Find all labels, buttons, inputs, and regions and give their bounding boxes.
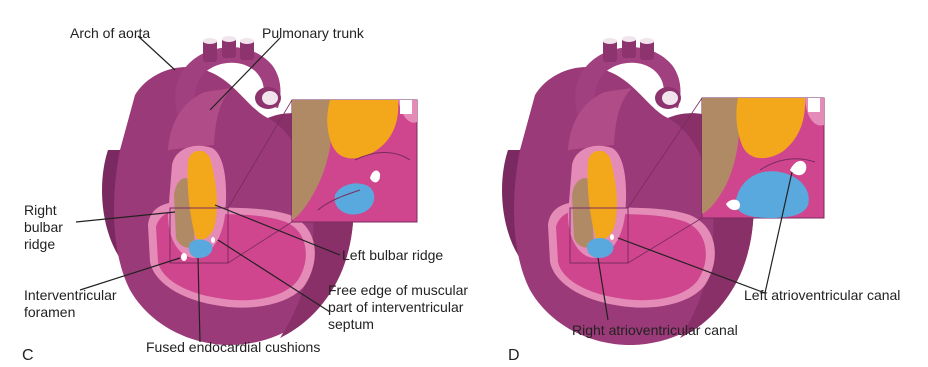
aorta-d-branch-1-top bbox=[603, 38, 617, 44]
aorta-d-branch-3-top bbox=[640, 38, 654, 44]
aorta-d-branch-2-top bbox=[622, 36, 636, 42]
aorta-branch-1-top bbox=[203, 38, 217, 44]
aorta-branch-3-top bbox=[240, 38, 254, 44]
label-right-bulbar-ridge-3: ridge bbox=[24, 236, 55, 252]
aorta-end-lumen-d bbox=[662, 91, 678, 105]
foramen-c2 bbox=[211, 237, 215, 243]
foramen-c bbox=[181, 253, 187, 261]
label-right-bulbar-ridge-1: Right bbox=[24, 202, 57, 218]
label-pulmonary-trunk: Pulmonary trunk bbox=[262, 25, 365, 41]
av-canal-d1 bbox=[610, 234, 614, 240]
label-right-av-canal: Right atrioventricular canal bbox=[572, 322, 738, 338]
panel-letter-c: C bbox=[22, 347, 34, 364]
panel-letter-d: D bbox=[508, 347, 520, 364]
label-left-av-canal: Left atrioventricular canal bbox=[744, 287, 900, 303]
aorta-end-lumen-c bbox=[262, 91, 278, 105]
aorta-branch-2-top bbox=[222, 36, 236, 42]
label-interventricular-foramen-2: foramen bbox=[24, 304, 75, 320]
inset-c bbox=[292, 100, 417, 222]
label-left-bulbar-ridge: Left bulbar ridge bbox=[342, 247, 443, 263]
label-fused-cushions: Fused endocardial cushions bbox=[146, 339, 320, 355]
label-interventricular-foramen-1: Interventricular bbox=[24, 287, 117, 303]
label-free-edge-1: Free edge of muscular bbox=[328, 282, 468, 298]
label-free-edge-2: part of interventricular bbox=[328, 299, 464, 315]
label-right-bulbar-ridge-2: bulbar bbox=[24, 219, 63, 235]
label-arch-of-aorta: Arch of aorta bbox=[70, 25, 150, 41]
inset-d bbox=[702, 98, 824, 218]
label-free-edge-3: septum bbox=[328, 316, 374, 332]
